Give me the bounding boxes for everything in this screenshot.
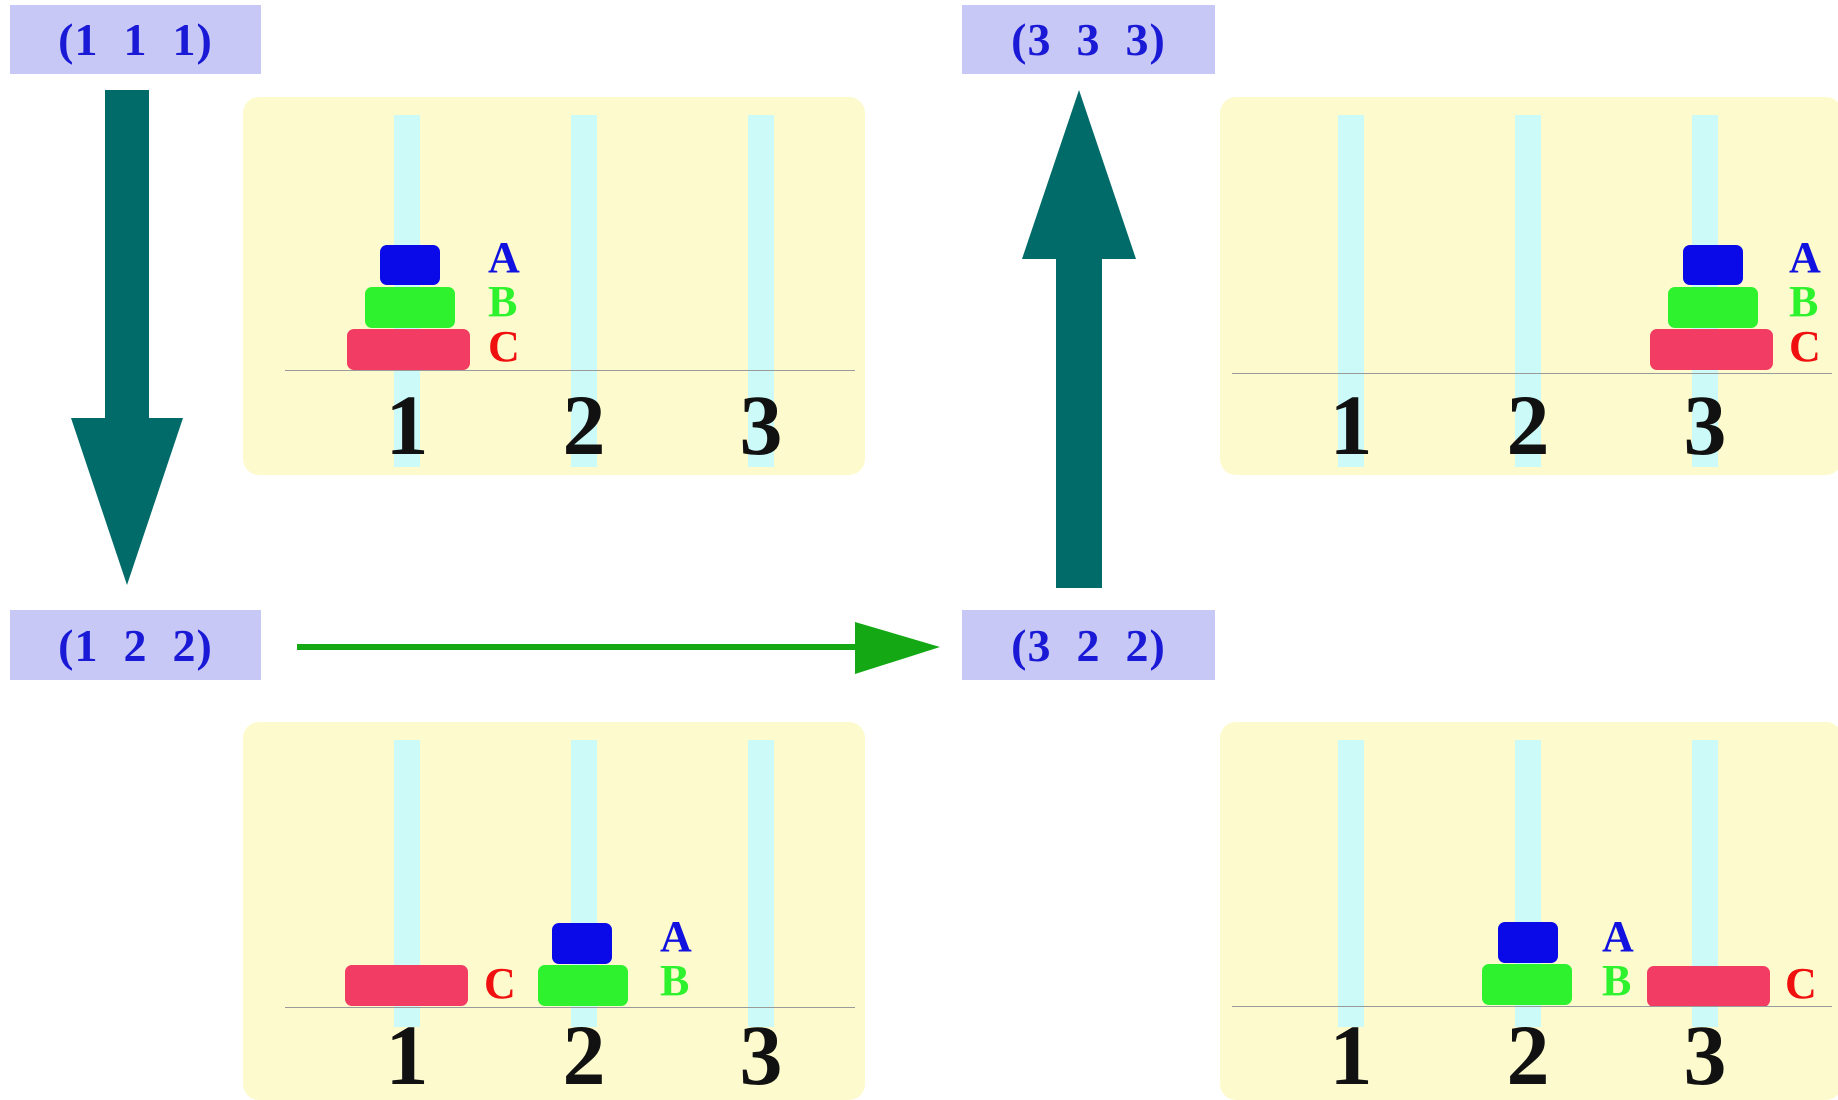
disk-c <box>1650 329 1773 370</box>
disk-c <box>1647 966 1770 1007</box>
peg-label-2: 2 <box>562 377 606 473</box>
peg-label-1: 1 <box>1329 377 1373 473</box>
state-box-s111: (1 1 1) <box>10 5 261 74</box>
disk-b <box>365 287 455 328</box>
disk-b <box>1482 964 1572 1005</box>
peg-3 <box>748 115 774 467</box>
baseline <box>1232 373 1832 374</box>
hanoi-panel-s333: A B C 1 2 3 <box>1220 97 1838 475</box>
disk-a <box>1683 245 1743 285</box>
state-box-s322: (3 2 2) <box>962 610 1215 680</box>
state-box-s333: (3 3 3) <box>962 5 1215 74</box>
disk-label-b: B <box>488 277 518 326</box>
arrow-s122-to-s322-head <box>855 622 940 674</box>
baseline <box>285 1007 855 1008</box>
disk-a <box>1498 922 1558 963</box>
peg-label-2: 2 <box>562 1007 606 1100</box>
peg-1 <box>1338 115 1364 467</box>
disk-label-a: A <box>660 912 692 961</box>
peg-label-2: 2 <box>1506 377 1550 473</box>
disk-b <box>538 965 628 1006</box>
disk-b <box>1668 287 1758 328</box>
peg-1 <box>1338 740 1364 1027</box>
disk-label-b: B <box>1602 956 1632 1005</box>
peg-3 <box>748 740 774 1027</box>
peg-label-3: 3 <box>739 1007 783 1100</box>
hanoi-panel-s111: A B C 1 2 3 <box>243 97 865 475</box>
peg-2 <box>571 115 597 467</box>
disk-label-b: B <box>1789 277 1819 326</box>
peg-label-1: 1 <box>1329 1007 1373 1100</box>
peg-label-1: 1 <box>385 1007 429 1100</box>
disk-label-a: A <box>488 233 520 282</box>
arrow-s111-to-s122 <box>71 90 183 585</box>
baseline <box>285 370 855 371</box>
disk-a <box>380 245 440 285</box>
arrow-s322-to-s333 <box>1022 90 1136 588</box>
disk-label-c: C <box>1789 322 1821 371</box>
disk-c <box>347 329 470 370</box>
disk-label-c: C <box>1785 959 1817 1008</box>
peg-label-3: 3 <box>1683 1007 1727 1100</box>
peg-label-3: 3 <box>739 377 783 473</box>
disk-label-a: A <box>1789 233 1821 282</box>
disk-c <box>345 965 468 1006</box>
hanoi-panel-s122: A B C 1 2 3 <box>243 722 865 1100</box>
peg-label-2: 2 <box>1506 1007 1550 1100</box>
baseline <box>1232 1006 1832 1007</box>
disk-a <box>552 923 612 964</box>
disk-label-c: C <box>488 322 520 371</box>
disk-label-c: C <box>484 959 516 1008</box>
hanoi-panel-s322: A B C 1 2 3 <box>1220 722 1838 1100</box>
disk-label-a: A <box>1602 912 1634 961</box>
peg-2 <box>1515 115 1541 467</box>
state-box-s122: (1 2 2) <box>10 610 261 680</box>
disk-label-b: B <box>660 956 690 1005</box>
peg-label-3: 3 <box>1683 377 1727 473</box>
peg-label-1: 1 <box>385 377 429 473</box>
